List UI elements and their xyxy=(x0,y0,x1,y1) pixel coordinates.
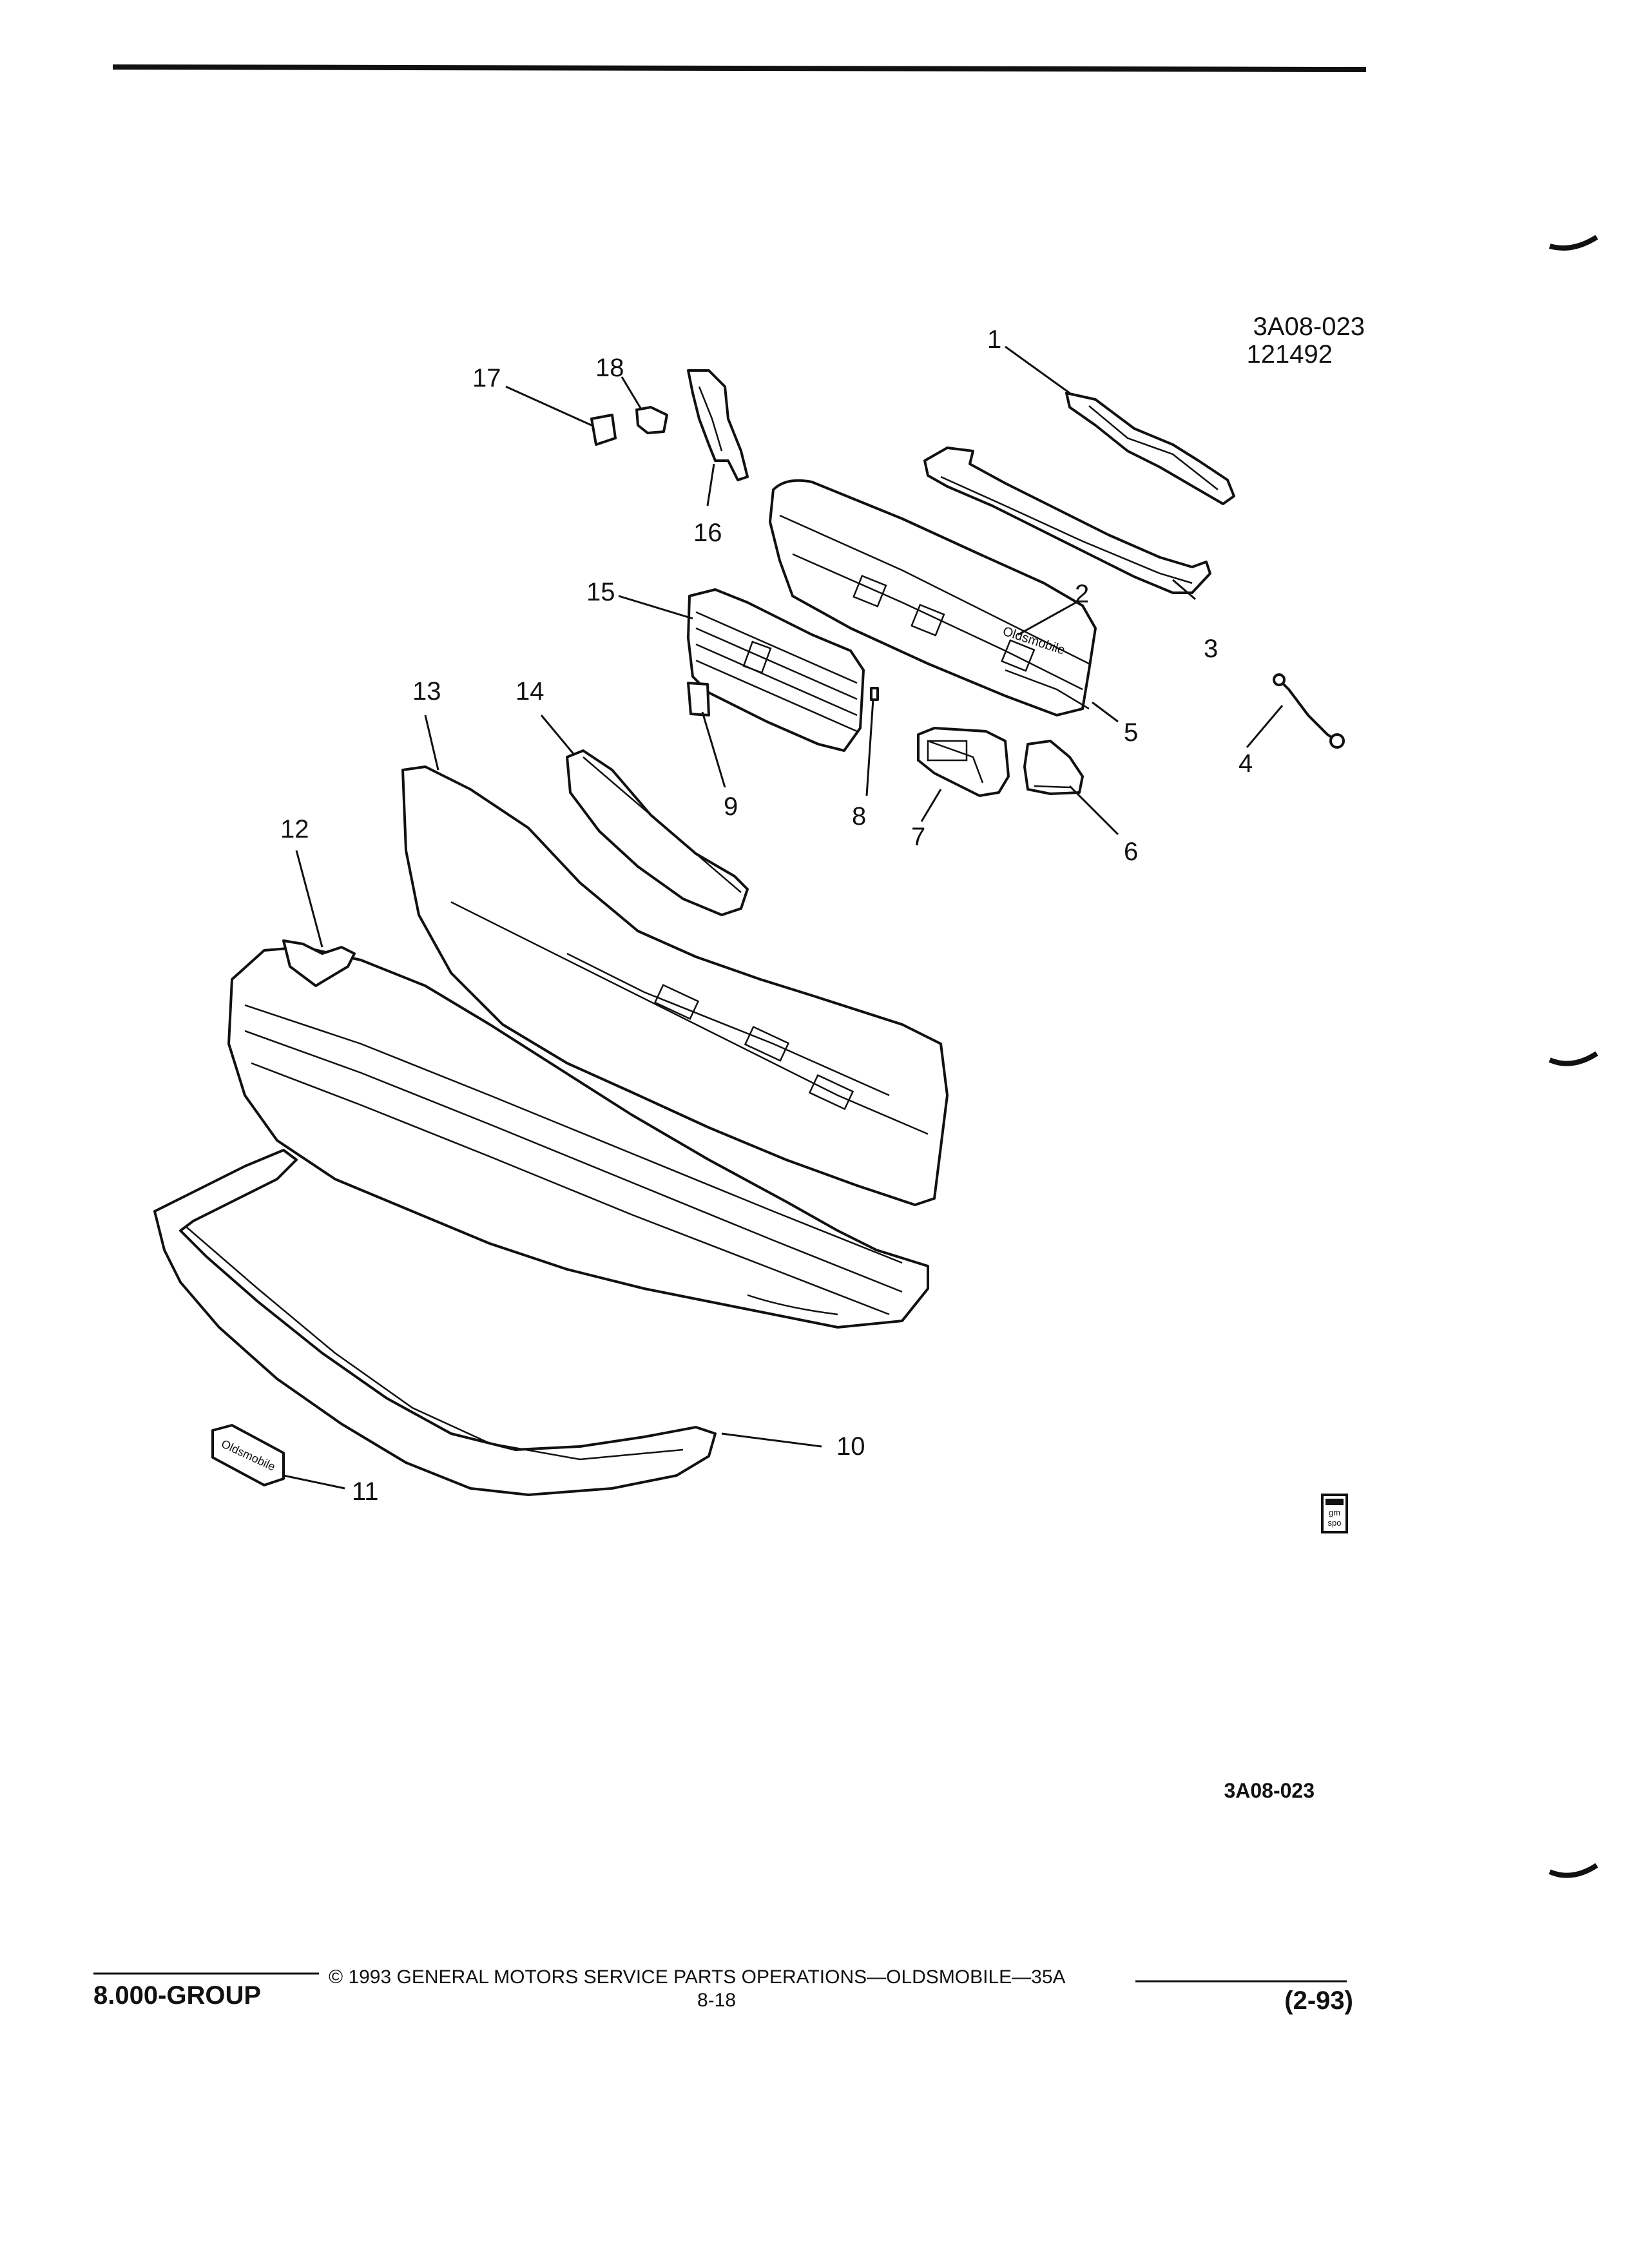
part-1-upper-bracket xyxy=(1065,392,1235,505)
footer-page: 8-18 xyxy=(697,1990,736,2011)
callout-18: 18 xyxy=(595,354,624,382)
callout-15: 15 xyxy=(586,578,615,606)
callout-labels: 1 2 3 4 5 6 7 8 9 10 11 12 13 14 15 16 1… xyxy=(280,325,1253,1506)
gm-spo-logo: gm spo xyxy=(1321,1494,1348,1533)
part-18-bracket xyxy=(635,406,668,434)
footer-group: 8.000-GROUP xyxy=(93,1981,261,2010)
callout-3: 3 xyxy=(1204,635,1218,663)
callout-14: 14 xyxy=(516,677,545,706)
callout-7: 7 xyxy=(911,823,925,851)
part-2-header-panel: Oldsmobile xyxy=(769,479,1097,716)
figure-date: 121492 xyxy=(1247,340,1333,369)
part-10-lower-deflector xyxy=(153,1149,717,1496)
callout-4: 4 xyxy=(1239,749,1253,778)
callout-12: 12 xyxy=(280,815,309,843)
part-13-energy-absorber xyxy=(401,765,949,1206)
part-7-headlamp xyxy=(917,727,1010,797)
margin-tick-bottom xyxy=(1548,1863,1599,1878)
part-15-grille xyxy=(687,588,865,752)
callout-17: 17 xyxy=(472,364,501,392)
callout-9: 9 xyxy=(724,793,738,821)
margin-tick-top xyxy=(1548,235,1599,251)
callout-8: 8 xyxy=(852,802,866,831)
figure-id: 3A08-023 xyxy=(1253,312,1365,341)
callout-6: 6 xyxy=(1124,838,1138,866)
logo-line-2: spo xyxy=(1328,1518,1342,1528)
part-17-bracket xyxy=(590,414,617,446)
part-3-bezel-strip xyxy=(923,447,1211,594)
part-12-bumper-fascia xyxy=(227,939,929,1329)
part-8-clip xyxy=(870,687,879,701)
callout-2: 2 xyxy=(1075,580,1089,608)
part-5-lamp-housing xyxy=(1005,669,1090,710)
callout-1: 1 xyxy=(987,325,1001,354)
part-11-plate-bracket: Oldsmobile xyxy=(211,1424,285,1486)
part-14-absorber-block xyxy=(566,749,749,916)
callout-16: 16 xyxy=(693,519,722,547)
footer-copyright: © 1993 GENERAL MOTORS SERVICE PARTS OPER… xyxy=(329,1966,1066,1988)
callout-5: 5 xyxy=(1124,718,1138,747)
top-rule xyxy=(112,64,1367,72)
callout-10: 10 xyxy=(836,1432,865,1461)
logo-line-1: gm xyxy=(1329,1508,1340,1517)
part-6-side-marker xyxy=(1023,740,1084,795)
callout-13: 13 xyxy=(412,677,441,706)
part-4-rod xyxy=(1273,673,1345,749)
footer-revision: (2-93) xyxy=(1284,1986,1353,2015)
part-16-support xyxy=(687,369,749,481)
margin-tick-middle xyxy=(1548,1051,1599,1066)
callout-11: 11 xyxy=(352,1477,379,1506)
figure-caption: 3A08-023 xyxy=(1224,1779,1315,1802)
part-9-badge xyxy=(687,682,710,716)
leader-lines xyxy=(283,345,1284,1490)
